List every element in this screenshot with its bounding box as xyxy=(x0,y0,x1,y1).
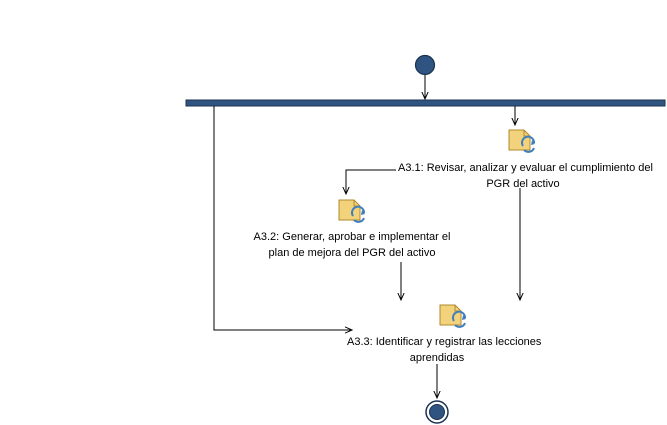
activity-a33-label[interactable]: A3.3: Identificar y registrar las leccio… xyxy=(347,334,542,366)
edge-a31-to-a32 xyxy=(346,169,396,194)
activity-a31-label[interactable]: A3.1: Revisar, analizar y evaluar el cum… xyxy=(398,160,653,192)
fork-bar[interactable] xyxy=(185,99,666,107)
initial-node[interactable] xyxy=(414,54,436,76)
activity-a31-line1: A3.1: Revisar, analizar y evaluar el cum… xyxy=(398,162,653,174)
activity-a32-label[interactable]: A3.2: Generar, aprobar e implementar el … xyxy=(252,229,452,261)
activity-a31-line2: PGR del activo xyxy=(486,178,560,190)
activity-a32-line2: plan de mejora del PGR del activo xyxy=(268,247,436,259)
activity-task-icon[interactable] xyxy=(506,128,538,156)
final-node[interactable] xyxy=(425,400,449,424)
activity-task-icon[interactable] xyxy=(336,198,368,226)
activity-a33-line1: A3.3: Identificar y registrar las leccio… xyxy=(347,336,542,348)
activity-task-icon[interactable] xyxy=(437,303,469,331)
activity-a32-line1: A3.2: Generar, aprobar e implementar el xyxy=(253,231,451,243)
edge-fork-to-a33 xyxy=(213,106,352,330)
activity-a33-line2: aprendidas xyxy=(409,352,465,364)
